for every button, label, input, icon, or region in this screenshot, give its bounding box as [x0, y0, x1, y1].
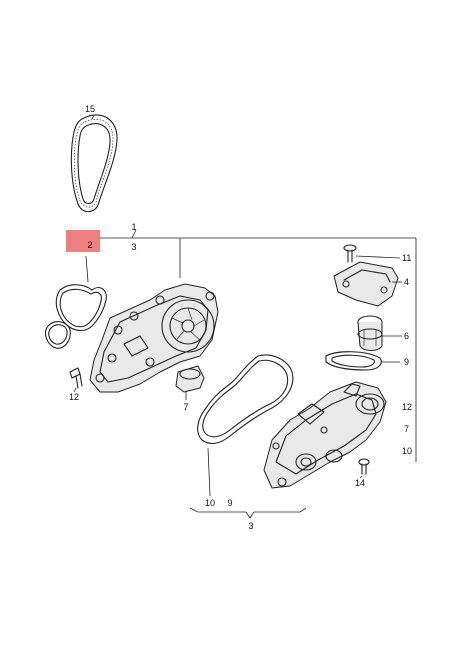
- callout-3-top: 3: [131, 242, 136, 252]
- callout-7-right: 7: [404, 424, 409, 434]
- callout-9-bottom: 9: [227, 498, 232, 508]
- connector-part-7-left: [175, 365, 205, 400]
- coolant-housing: [263, 381, 387, 489]
- callout-11: 11: [402, 253, 411, 263]
- gasket-part-2: [45, 255, 107, 349]
- callout-12-right: 12: [402, 402, 412, 412]
- belt-part-15: [70, 114, 118, 213]
- callout-labels: 15 1 2 3 11 4 6 9 12 7 10 12 7 14 10 9 3: [69, 104, 412, 531]
- callout-6: 6: [404, 331, 409, 341]
- cover-part-4: [333, 261, 402, 307]
- callout-1: 1: [131, 222, 136, 232]
- bottom-bracket: [189, 507, 307, 519]
- bolt-part-11: [343, 244, 401, 263]
- callout-14: 14: [355, 478, 365, 488]
- part-2-highlight: [66, 230, 100, 252]
- gasket-part-10: [197, 354, 294, 497]
- callout-9-right: 9: [404, 357, 409, 367]
- callout-2: 2: [87, 240, 92, 250]
- bolt-part-12-left: [69, 367, 83, 393]
- water-pump-housing: [89, 283, 219, 393]
- callout-10-bottom: 10: [205, 498, 215, 508]
- bolt-part-14: [358, 458, 370, 479]
- callout-7-left: 7: [183, 402, 188, 412]
- thermostat-part-6: [357, 315, 402, 351]
- callout-15: 15: [85, 104, 95, 114]
- callout-3-bottom: 3: [248, 521, 253, 531]
- callout-12-left: 12: [69, 392, 79, 402]
- callout-10-right: 10: [402, 446, 412, 456]
- seal-part-9-right: [325, 351, 400, 371]
- callout-4: 4: [404, 277, 409, 287]
